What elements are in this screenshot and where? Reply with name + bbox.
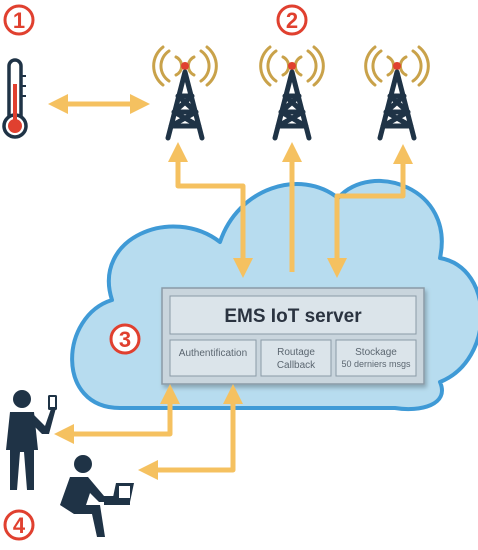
- badge-3-label: 3: [119, 327, 131, 352]
- radio-tower-icon-3: [364, 45, 430, 141]
- module-stockage: [335, 339, 417, 377]
- server-title-bar: [169, 295, 417, 335]
- badge-4-label: 4: [13, 513, 26, 538]
- tower1-server-arrow: [168, 142, 253, 278]
- person-with-phone-icon: [6, 390, 57, 490]
- badge-2-label: 2: [286, 8, 298, 33]
- module-routage: [260, 339, 332, 377]
- module-routage-label: Routage: [277, 347, 315, 358]
- tower3-server-arrow: [327, 144, 413, 278]
- module-authentification-label: Authentification: [179, 348, 247, 359]
- server-title: EMS IoT server: [224, 306, 362, 327]
- badge-1-label: 1: [13, 8, 25, 33]
- badge-1: 1: [3, 4, 35, 36]
- radio-tower-icon-1: [152, 45, 218, 141]
- badge-2: 2: [276, 4, 308, 36]
- person-with-laptop-icon: [60, 455, 134, 537]
- radio-tower-icon-2: [259, 45, 325, 141]
- badge-4: 4: [3, 509, 35, 541]
- module-stockage-label: Stockage: [355, 347, 397, 358]
- module-authentification: [169, 339, 257, 377]
- thermometer-icon: [2, 58, 28, 139]
- module-callback-label: Callback: [277, 360, 316, 371]
- server-desktop-arrow: [138, 384, 243, 480]
- module-stockage-detail: 50 derniers msgs: [341, 359, 411, 369]
- badge-3: 3: [109, 323, 141, 355]
